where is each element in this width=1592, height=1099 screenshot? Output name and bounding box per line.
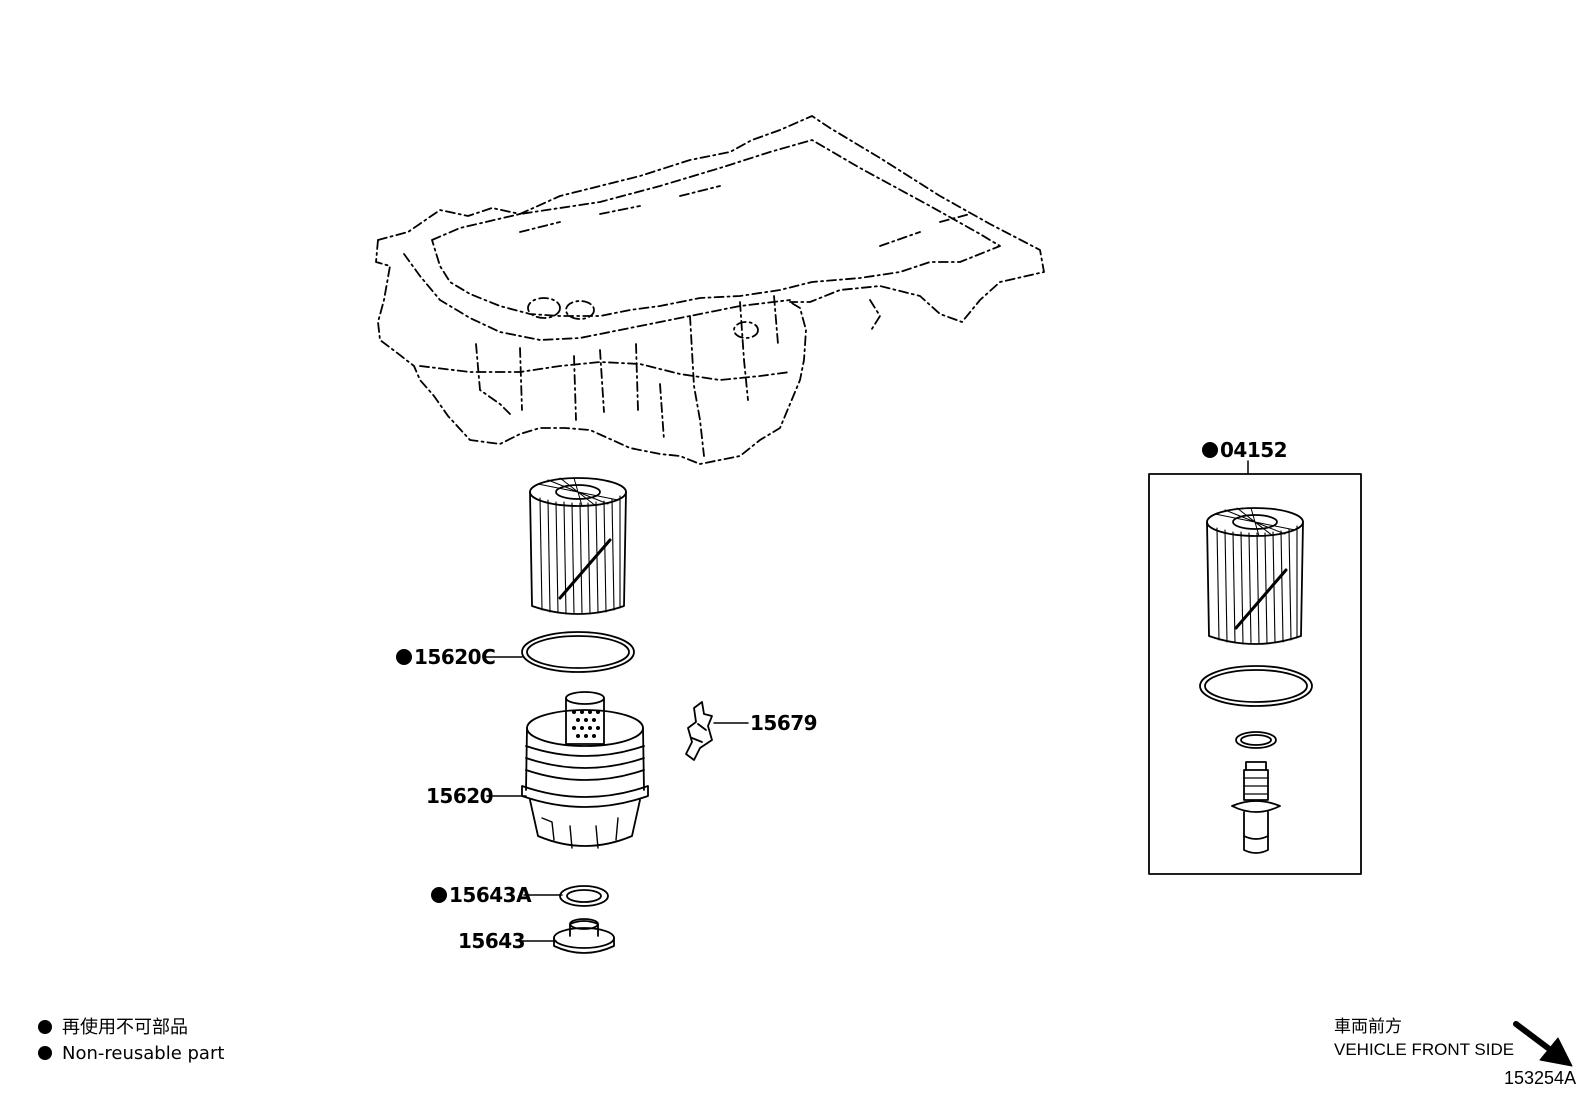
non-reusable-dot-icon xyxy=(431,887,447,903)
kit-drain-pipe xyxy=(1231,761,1281,854)
non-reusable-dot-icon xyxy=(1202,442,1218,458)
callout-15643: 15643 xyxy=(458,929,526,953)
gasket-15643a xyxy=(559,885,609,907)
callout-15620: 15620 xyxy=(426,784,494,808)
legend-dot-icon xyxy=(38,1020,52,1034)
illustration-id: 153254A xyxy=(1504,1068,1577,1088)
leader-lines xyxy=(483,460,1249,942)
oil-pan-phantom xyxy=(375,115,1045,465)
legend-dot-icon xyxy=(38,1046,52,1060)
front-arrow-head xyxy=(1539,1037,1573,1067)
front-arrow-icon xyxy=(1513,1021,1551,1051)
legend-english: Non-reusable part xyxy=(38,1042,224,1066)
kit-o-ring xyxy=(1199,665,1313,707)
kit-small-o-ring xyxy=(1235,731,1277,749)
o-ring-15620c xyxy=(521,631,635,673)
drain-pipe-15679 xyxy=(685,701,713,761)
callout-04152: 04152 xyxy=(1202,438,1288,462)
kit-box-04152 xyxy=(1148,473,1362,875)
oil-filter-element xyxy=(529,477,627,615)
callout-15620c: 15620C xyxy=(396,645,496,669)
callout-15679: 15679 xyxy=(750,711,818,735)
legend-japanese: 再使用不可部品 xyxy=(38,1016,188,1040)
front-label-japanese: 車両前方 xyxy=(1334,1017,1402,1036)
drain-plug-15643 xyxy=(553,918,615,954)
callout-15643a: 15643A xyxy=(431,883,532,907)
oil-filter-cap xyxy=(521,691,649,849)
kit-filter-element xyxy=(1206,507,1304,645)
front-label-english: VEHICLE FRONT SIDE xyxy=(1334,1040,1515,1059)
non-reusable-dot-icon xyxy=(396,649,412,665)
